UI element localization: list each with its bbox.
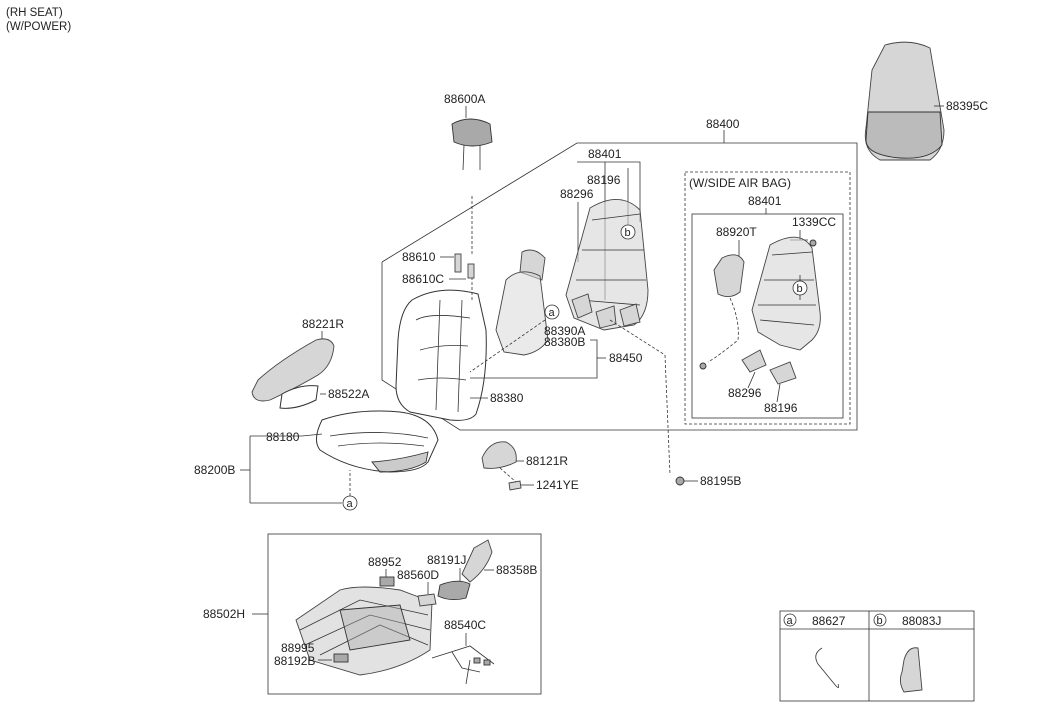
- label-88380B: 88380B: [544, 335, 585, 349]
- recliner-cover: 88121R 1241YE: [481, 441, 579, 492]
- legend-a-circle: [783, 613, 797, 627]
- back-assembly-frame: 88400: [381, 117, 858, 431]
- label-88600A: 88600A: [444, 92, 485, 106]
- label-88380: 88380: [490, 391, 524, 405]
- label-88522A: 88522A: [328, 387, 369, 401]
- label-88610: 88610: [402, 250, 436, 264]
- back-frame-88401: 88401 88196 88296 b: [560, 147, 649, 331]
- label-1241YE: 1241YE: [536, 478, 579, 492]
- label-88200B: 88200B: [194, 463, 235, 477]
- label-side-air-bag: (W/SIDE AIR BAG): [689, 176, 791, 190]
- side-cover: 88221R 88522A: [251, 317, 369, 409]
- callout-b-main: [620, 224, 636, 240]
- callout-b-sab-letter: b: [797, 283, 803, 295]
- label-1339CC: 1339CC: [792, 215, 836, 229]
- callout-b-sab: [792, 280, 808, 296]
- label-88196-sab: 88196: [764, 401, 798, 415]
- power-variant-label: (W/POWER): [6, 21, 71, 33]
- legend-a-ref: a: [787, 615, 794, 627]
- label-88401-main: 88401: [588, 147, 622, 161]
- label-88610C: 88610C: [402, 272, 444, 286]
- label-88191J: 88191J: [427, 553, 466, 567]
- seat-side-label: (RH SEAT): [6, 7, 63, 19]
- label-88221R: 88221R: [302, 317, 344, 331]
- side-airbag-group: (W/SIDE AIR BAG) 88401 88920T 1339CC b 8…: [684, 171, 851, 425]
- label-88995: 88995: [281, 641, 315, 655]
- legend-part-88627: 88627: [812, 614, 846, 628]
- label-88358B: 88358B: [496, 563, 537, 577]
- label-88192B: 88192B: [274, 654, 315, 668]
- label-88296-main: 88296: [560, 187, 594, 201]
- label-88560D: 88560D: [397, 568, 439, 582]
- label-88196-main: 88196: [587, 173, 621, 187]
- bolt-88195B: 88195B: [609, 319, 741, 488]
- legend-b-ref: b: [877, 615, 883, 627]
- back-cushion: a 88390A 88380B 88450 88380: [395, 196, 643, 421]
- label-88502H: 88502H: [203, 607, 245, 621]
- back-board: 88395C: [864, 41, 988, 161]
- label-88390A: 88390A: [544, 324, 585, 338]
- clip-88627-icon: [815, 647, 840, 688]
- label-88540C: 88540C: [444, 618, 486, 632]
- label-88450: 88450: [609, 351, 643, 365]
- connector-88083J-icon: [899, 647, 923, 693]
- seat-track-assembly: 88502H 88952 88560D 88191J 88358B 88540C…: [203, 533, 542, 695]
- label-88296-sab: 88296: [728, 386, 762, 400]
- callout-a-back: [544, 304, 560, 320]
- callout-a-back-letter: a: [549, 307, 556, 319]
- headrest-guides: 88610 88610C: [402, 250, 475, 286]
- legend-b-circle: [873, 613, 887, 627]
- seat-cushion: 88180 88200B a: [194, 410, 439, 511]
- label-88180: 88180: [266, 430, 300, 444]
- label-88395C: 88395C: [946, 99, 988, 113]
- callout-a-cushion-letter: a: [347, 498, 354, 510]
- label-88920T: 88920T: [716, 225, 757, 239]
- legend-part-88083J: 88083J: [902, 614, 941, 628]
- callout-b-main-letter: b: [625, 227, 631, 239]
- label-88952: 88952: [368, 555, 402, 569]
- label-88121R: 88121R: [526, 454, 568, 468]
- callout-legend: a 88627 b 88083J: [779, 610, 975, 702]
- headrest: 88600A: [444, 92, 493, 171]
- label-88400: 88400: [706, 117, 740, 131]
- label-88401-sab: 88401: [748, 194, 782, 208]
- label-88195B: 88195B: [700, 474, 741, 488]
